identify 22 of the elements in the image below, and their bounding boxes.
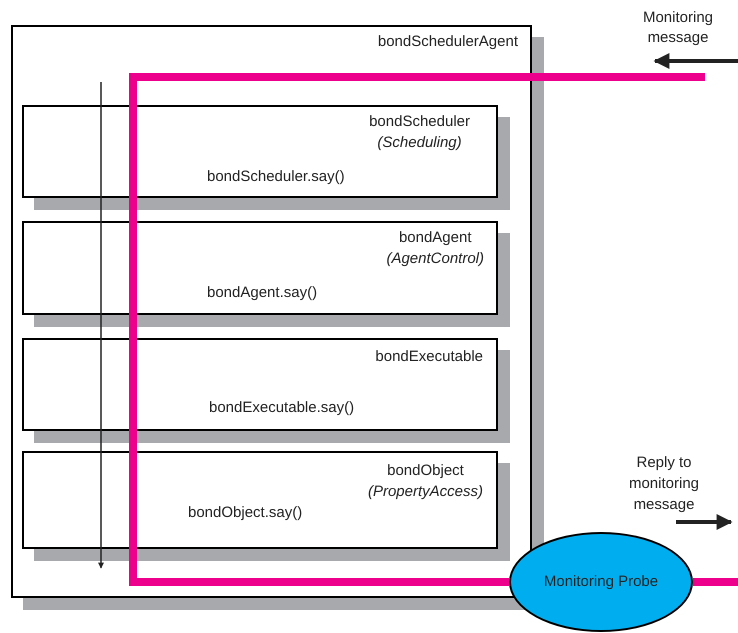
role-label: (Scheduling) (377, 133, 462, 153)
class-name: bondAgent (398, 228, 472, 248)
agent-box (11, 25, 532, 598)
class-name: bondExecutable (375, 347, 483, 367)
message-path (693, 578, 738, 586)
role-label: (PropertyAccess) (368, 482, 483, 502)
class-name: bondObject (387, 461, 464, 481)
method-call: bondObject.say() (188, 503, 302, 523)
class-name: bondScheduler (369, 112, 470, 132)
class-box (22, 221, 498, 315)
method-call: bondExecutable.say() (209, 398, 354, 418)
message-path (129, 73, 705, 586)
class-box (22, 338, 498, 431)
message-label: Reply to monitoring message (628, 453, 700, 515)
method-call: bondAgent.say() (207, 283, 318, 303)
probe-label: Monitoring Probe (544, 572, 658, 592)
class-box (22, 451, 498, 549)
class-name: bondSchedulerAgent (378, 32, 518, 52)
method-call: bondScheduler.say() (207, 167, 345, 187)
class-box (22, 105, 498, 198)
message-label: Monitoring message (642, 8, 714, 48)
role-label: (AgentControl) (386, 249, 484, 269)
